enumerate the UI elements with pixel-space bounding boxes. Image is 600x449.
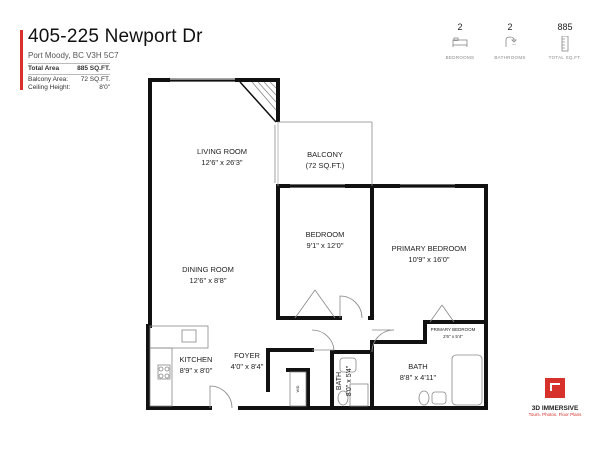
entry-door-swing: [209, 385, 233, 409]
total-area-value: 885 SQ.FT.: [77, 65, 110, 72]
door-swing: [339, 295, 363, 319]
bath2-dim: 8'8" x 4'11": [400, 373, 437, 382]
stair-hatch: [251, 81, 277, 111]
stat-label: BATHROOMS: [494, 55, 526, 60]
primary-closet-dim: 2'6" x 5'4": [443, 334, 463, 339]
vanity-sink: [339, 357, 357, 373]
stair-hatch: [263, 81, 277, 96]
stat-value: 2: [507, 22, 513, 32]
address-subtitle: Port Moody, BC V3H 5C7: [28, 51, 119, 60]
balcony-area-label: Balcony Area:: [28, 76, 69, 83]
closet-door: [314, 289, 336, 319]
bath2-name: BATH: [408, 362, 427, 371]
stove-icon: [157, 364, 171, 380]
dining-room-dim: 12'6" x 8'8": [190, 276, 227, 285]
balcony-area-value: 72 SQ.FT.: [80, 76, 110, 83]
washer-dryer: [289, 371, 307, 407]
closet-door: [441, 304, 455, 323]
ceiling-height-row: Ceiling Height: 8'0": [28, 84, 110, 91]
total-area-row: Total Area 885 SQ.FT.: [28, 65, 110, 72]
stair-hatch: [257, 81, 277, 103]
stat-label: TOTAL SQ.FT.: [548, 55, 582, 60]
burner-icon: [158, 366, 164, 372]
total-area-label: Total Area: [28, 65, 60, 72]
door-swing: [371, 329, 395, 353]
stat-bedrooms: 2 BEDROOMS: [440, 22, 480, 60]
stat-total-sqft: 885 TOTAL SQ.FT.: [545, 22, 585, 60]
dining-room-name: DINING ROOM: [182, 265, 234, 274]
page-title: 405-225 Newport Dr: [28, 26, 203, 47]
stair-hatch: [269, 81, 277, 89]
ceiling-height-value: 8'0": [99, 84, 110, 91]
door-swing: [311, 329, 335, 351]
bathtub-icon: [451, 354, 483, 406]
brand-tagline: Tours. Photos. Floor Plans: [528, 412, 582, 417]
header: 405-225 Newport Dr Port Moody, BC V3H 5C…: [0, 0, 600, 96]
burner-icon: [158, 373, 164, 379]
primary-closet-name: PRIMARY BEDROOM: [431, 327, 476, 332]
living-room-dim: 12'6" x 26'3": [201, 158, 242, 167]
burner-icon: [164, 366, 170, 372]
ceiling-height-label: Ceiling Height:: [28, 84, 71, 91]
washer-dryer-label: W/D: [296, 385, 300, 392]
brand-name: 3D IMMERSIVE: [531, 405, 579, 412]
primary-bedroom-name: PRIMARY BEDROOM: [392, 244, 467, 253]
stat-bathrooms: 2 BATHROOMS: [490, 22, 530, 60]
angled-wall: [239, 81, 277, 123]
kitchen-name: KITCHEN: [180, 355, 213, 364]
living-room-name: LIVING ROOM: [197, 147, 247, 156]
bath1-name: BATH: [336, 372, 343, 390]
vanity-sink: [431, 391, 447, 405]
foyer-name: FOYER: [234, 351, 260, 360]
room-labels: LIVING ROOM 12'6" x 26'3" BALCONY (72 SQ…: [180, 147, 476, 396]
brand-logo-icon: [545, 378, 565, 398]
balcony-dim: (72 SQ.FT.): [306, 161, 345, 170]
sink-icon: [181, 329, 197, 343]
balcony-area-row: Balcony Area: 72 SQ.FT.: [28, 76, 110, 83]
kitchen-counter: [149, 347, 173, 407]
bedroom-name: BEDROOM: [306, 230, 345, 239]
burner-icon: [164, 373, 170, 379]
walls: [146, 78, 488, 410]
primary-bedroom-dim: 10'9" x 16'0": [408, 255, 449, 264]
shower-stall: [349, 383, 369, 407]
info-divider: [28, 74, 110, 75]
details: [149, 76, 483, 409]
bed-icon: [452, 37, 468, 47]
accent-bar: [20, 30, 23, 90]
bath1-dim: 8'0" x 5'4": [346, 365, 353, 396]
toilet-icon: [337, 390, 349, 406]
kitchen-dim: 8'9" x 8'0": [180, 366, 213, 375]
balcony-name: BALCONY: [307, 150, 343, 159]
foyer-dim: 4'0" x 8'4": [231, 362, 264, 371]
brand-block: 3D IMMERSIVE Tours. Photos. Floor Plans: [520, 378, 590, 417]
bedroom-dim: 9'1" x 12'0": [307, 241, 344, 250]
closet-door: [429, 304, 443, 323]
closet-door: [294, 289, 316, 319]
shower-icon: [505, 36, 517, 47]
info-divider: [28, 63, 110, 64]
stat-value: 885: [557, 22, 573, 32]
toilet-icon: [418, 390, 430, 406]
stat-label: BEDROOMS: [445, 55, 475, 60]
kitchen-counter: [149, 325, 209, 349]
stat-value: 2: [457, 22, 463, 32]
ruler-icon: [561, 36, 569, 52]
